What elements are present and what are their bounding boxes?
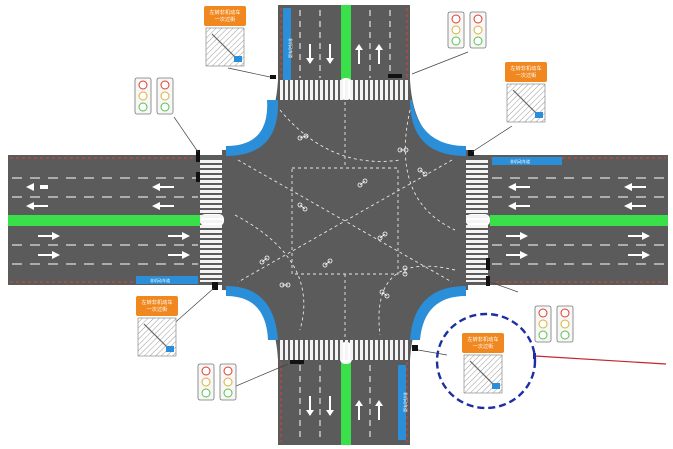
crosswalk-west [200, 158, 222, 282]
highlight-ring [435, 312, 537, 410]
sign-panel-east: 左转非机动车 一次过街 [505, 62, 547, 123]
signal-panel-south [197, 363, 237, 401]
crosswalks [200, 80, 488, 360]
svg-text:一次过街: 一次过街 [473, 342, 494, 350]
svg-text:非机动车道: 非机动车道 [150, 277, 170, 283]
svg-text:一次过街: 一次过街 [215, 15, 236, 23]
median-north [341, 5, 351, 80]
svg-text:非机动车道: 非机动车道 [288, 38, 294, 58]
signal-panel-east [534, 305, 574, 343]
leader-lines [169, 51, 519, 393]
svg-text:一次过街: 一次过街 [516, 71, 537, 79]
guide-lines [234, 102, 456, 338]
bike-lane-east [492, 157, 562, 165]
lane-arrows [26, 44, 650, 420]
signal-panel-west [134, 77, 174, 115]
traffic-signal-icon [469, 11, 487, 49]
traffic-signal-icon [447, 11, 465, 49]
median-east [490, 215, 668, 226]
svg-text:非机动车道: 非机动车道 [403, 392, 409, 412]
bicycle-markings [259, 133, 428, 299]
bike-corner-ne [410, 100, 466, 156]
bike-corner-se [410, 286, 466, 340]
traffic-signal-icon [197, 363, 215, 401]
bike-lane-north [283, 8, 291, 80]
lane-markings [12, 10, 664, 440]
traffic-signal-icon [219, 363, 237, 401]
svg-text:非机动车道: 非机动车道 [510, 158, 530, 164]
svg-text:左转非机动车: 左转非机动车 [467, 335, 498, 343]
sign-header [204, 6, 246, 26]
traffic-signal-icon [134, 77, 152, 115]
bike-lane-labels: 非机动车道 非机动车道 非机动车道 非机动车道 [150, 38, 530, 412]
crosswalk-east [466, 158, 488, 282]
sign-header [505, 62, 547, 82]
traffic-signal-icon [156, 77, 174, 115]
callout-line [534, 355, 667, 365]
sign-panel-west: 左转非机动车 一次过街 [136, 296, 178, 357]
bike-corner-sw [226, 286, 278, 340]
roadway [8, 5, 668, 445]
crosswalk-north [280, 80, 408, 100]
bike-lanes [136, 8, 562, 440]
svg-text:一次过街: 一次过街 [147, 305, 168, 313]
svg-text:左转非机动车: 左转非机动车 [141, 298, 172, 306]
bike-corner-nw [226, 100, 279, 156]
median-west [8, 215, 200, 226]
median-south [341, 362, 351, 445]
sign-panel-north: 左转非机动车 一次过街 [204, 6, 246, 67]
sign-header [136, 296, 178, 316]
traffic-signal-icon [534, 305, 552, 343]
intersection-core [222, 80, 468, 360]
bike-lane-south [398, 365, 406, 440]
traffic-signal-icon [556, 305, 574, 343]
sign-panel-highlighted: 左转非机动车 一次过街 [462, 333, 504, 394]
crosswalk-south [280, 340, 408, 360]
signal-poles [196, 74, 490, 364]
sign-header [462, 333, 504, 353]
bike-lane-west [136, 276, 198, 284]
svg-text:左转非机动车: 左转非机动车 [510, 64, 541, 72]
svg-text:左转非机动车: 左转非机动车 [209, 8, 240, 16]
signal-panel-north [447, 11, 487, 49]
